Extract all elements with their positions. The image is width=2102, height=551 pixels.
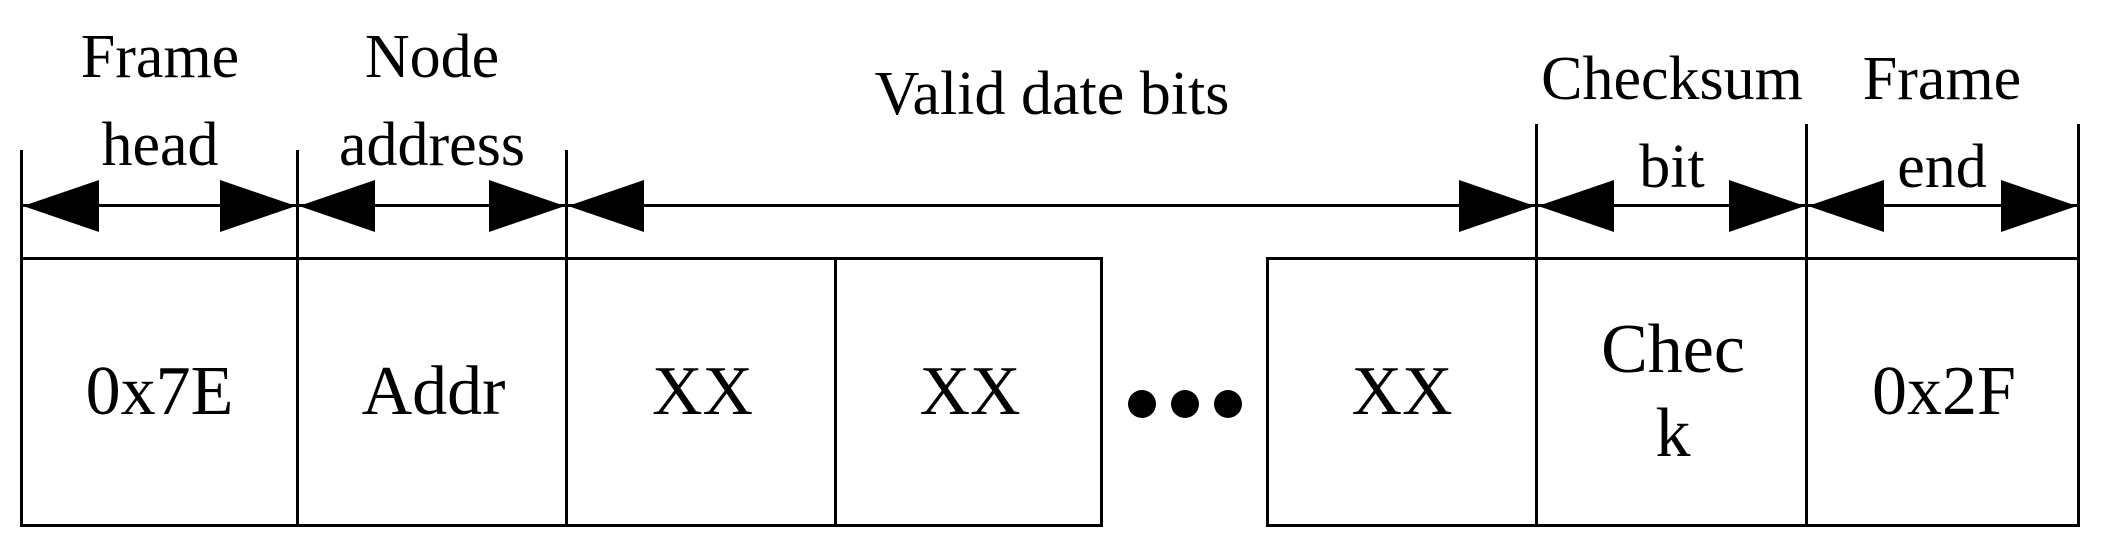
ellipsis-icon (1128, 390, 1242, 418)
box-divider (1805, 257, 1808, 527)
cell-frame-head: 0x7E (85, 353, 234, 430)
box-divider (296, 257, 299, 527)
arrowhead-right-icon (220, 180, 296, 232)
arrowhead-left-icon (1538, 180, 1614, 232)
cell-data-byte-2: XX (919, 353, 1021, 430)
dim-arrow-valid-date-bits (565, 204, 1538, 207)
box-divider (565, 257, 568, 527)
cell-data-byte-1: XX (651, 353, 754, 430)
byte-box-group-left (20, 257, 1103, 527)
arrowhead-right-icon (1459, 180, 1535, 232)
ellipsis-dot (1171, 390, 1199, 418)
label-frame-end: Frame end (1862, 45, 2022, 201)
cell-node-address: Addr (361, 353, 506, 430)
box-divider (1535, 257, 1538, 527)
label-node-address: Node address (339, 23, 525, 179)
arrowhead-right-icon (489, 180, 565, 232)
tick-frame-end-right (2077, 124, 2080, 260)
label-frame-head: Frame head (80, 23, 240, 179)
label-valid-date-bits: Valid date bits (874, 60, 1230, 128)
ellipsis-dot (1214, 390, 1242, 418)
box-divider (834, 257, 837, 527)
byte-box-group-right (1266, 257, 2080, 527)
arrowhead-left-icon (568, 180, 644, 232)
tick-checksum-left (1535, 124, 1538, 260)
cell-checksum: Chec k (1601, 311, 1745, 472)
arrowhead-right-icon (2001, 180, 2077, 232)
label-checksum-bit: Checksum bit (1541, 45, 1803, 201)
dim-arrow-frame-head (20, 204, 299, 207)
dim-arrow-checksum-bit (1535, 204, 1808, 207)
arrowhead-left-icon (299, 180, 375, 232)
arrowhead-left-icon (23, 180, 99, 232)
cell-frame-end: 0x2F (1872, 353, 2016, 430)
ellipsis-dot (1128, 390, 1156, 418)
arrowhead-left-icon (1808, 180, 1884, 232)
dim-arrow-node-address (296, 204, 568, 207)
dim-arrow-frame-end (1805, 204, 2080, 207)
arrowhead-right-icon (1729, 180, 1805, 232)
tick-frame-end-left (1805, 124, 1808, 260)
cell-data-byte-n: XX (1351, 353, 1453, 430)
